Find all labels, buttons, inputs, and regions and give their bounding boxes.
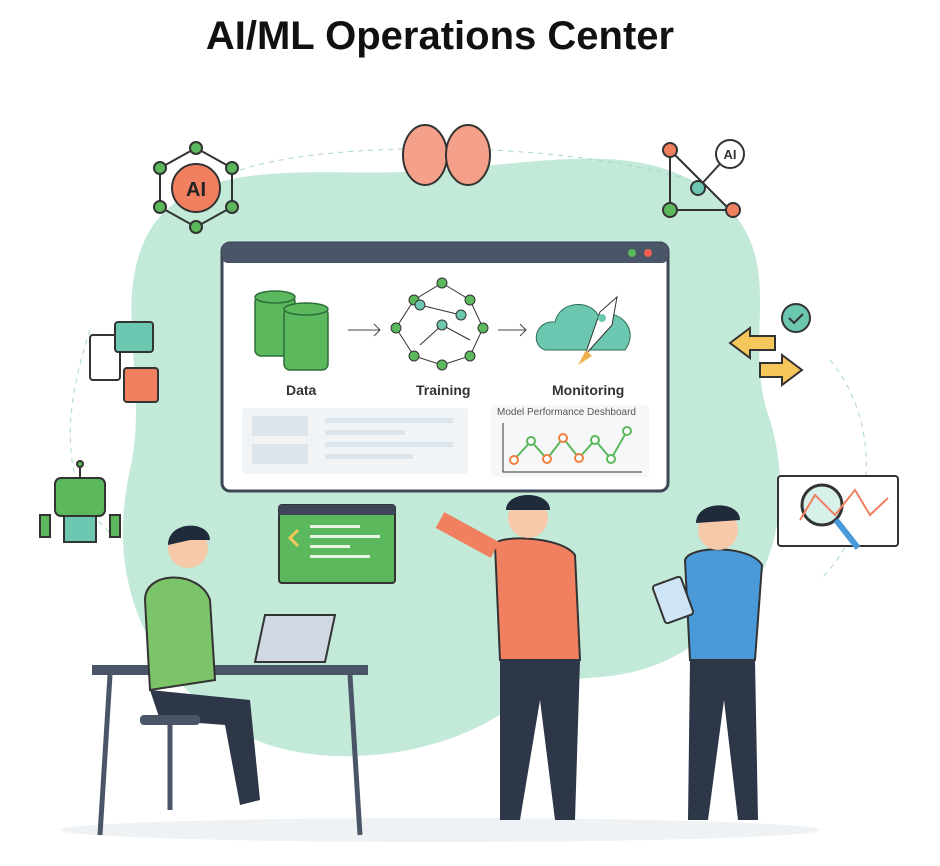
- pipeline-label-data: Data: [286, 382, 317, 398]
- code-window-icon: [278, 504, 396, 584]
- pipeline-label-training: Training: [416, 382, 471, 398]
- person-with-tablet: [651, 505, 764, 820]
- analytics-magnifier-icon: [777, 475, 899, 550]
- page-title: AI/ML Operations Center: [205, 14, 675, 58]
- ai-hexagon-icon: [153, 141, 239, 234]
- mobile-chat-icon: [89, 321, 159, 403]
- database-icon: [254, 290, 329, 371]
- app-window: [220, 241, 670, 493]
- pipeline-label-monitoring: Monitoring: [552, 382, 625, 398]
- person-at-desk: [92, 525, 368, 836]
- exchange-arrows-icon: [728, 303, 811, 387]
- neural-network-icon: [390, 277, 489, 371]
- brain-icon: [402, 124, 491, 186]
- tablet-icon: [651, 575, 695, 625]
- rocket-cloud-icon: [535, 295, 631, 365]
- ai-network-icon: [662, 139, 745, 218]
- laptop-icon: [253, 614, 337, 663]
- ai-badge-text: AI: [186, 179, 206, 201]
- robot-icon: [39, 460, 121, 543]
- dashboard-title: Model Performance Deshboard: [497, 407, 636, 418]
- ai-network-badge: AI: [724, 147, 737, 162]
- person-presenting: [435, 495, 582, 820]
